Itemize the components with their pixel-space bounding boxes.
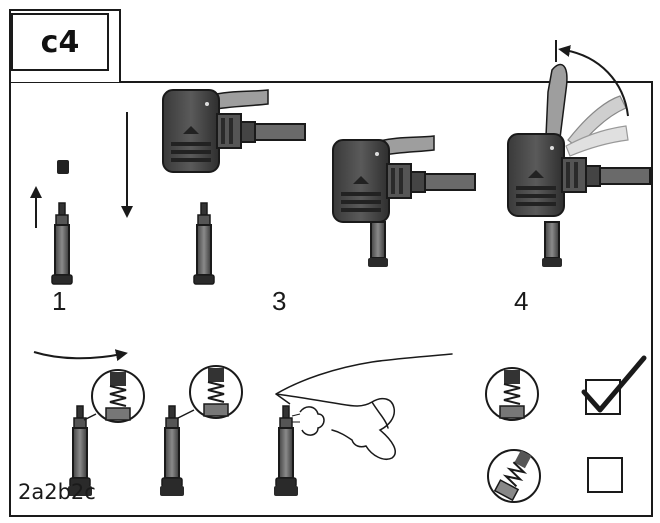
air-puff-icon bbox=[291, 406, 325, 436]
valve-detail-inset bbox=[189, 365, 243, 419]
step-2c-illustration bbox=[274, 405, 298, 496]
step-label-1: 1 bbox=[52, 286, 67, 316]
step-4-illustration bbox=[507, 63, 651, 267]
pump-lever-ghost bbox=[567, 95, 627, 149]
hand-icon bbox=[275, 353, 453, 460]
step-3-illustration bbox=[332, 135, 476, 267]
section-badge: c4 bbox=[40, 24, 80, 60]
correct-valve-inset bbox=[485, 367, 539, 421]
pump-lever bbox=[545, 63, 568, 139]
empty-checkbox-icon bbox=[587, 457, 623, 493]
step-label-4: 4 bbox=[514, 286, 529, 316]
pump-lever-ghost bbox=[565, 125, 629, 157]
section-badge-box bbox=[11, 13, 109, 71]
right-arrow-icon bbox=[33, 349, 128, 362]
valve-detail-inset bbox=[91, 369, 145, 423]
pump-head-lifted bbox=[162, 89, 306, 285]
outer-frame bbox=[9, 81, 653, 517]
step-2a-illustration bbox=[68, 369, 145, 496]
step-1-illustration bbox=[51, 160, 73, 285]
check-mark-icon bbox=[581, 355, 647, 415]
pump-lever bbox=[207, 89, 269, 111]
step-label-3: 3 bbox=[272, 286, 287, 316]
curved-arrow-icon bbox=[555, 40, 629, 117]
step-label-2a2b2c: 2a2b2c bbox=[18, 480, 96, 504]
incorrect-valve-inset bbox=[487, 449, 541, 503]
step-2b-illustration bbox=[160, 365, 243, 496]
valve-cap bbox=[57, 160, 69, 174]
